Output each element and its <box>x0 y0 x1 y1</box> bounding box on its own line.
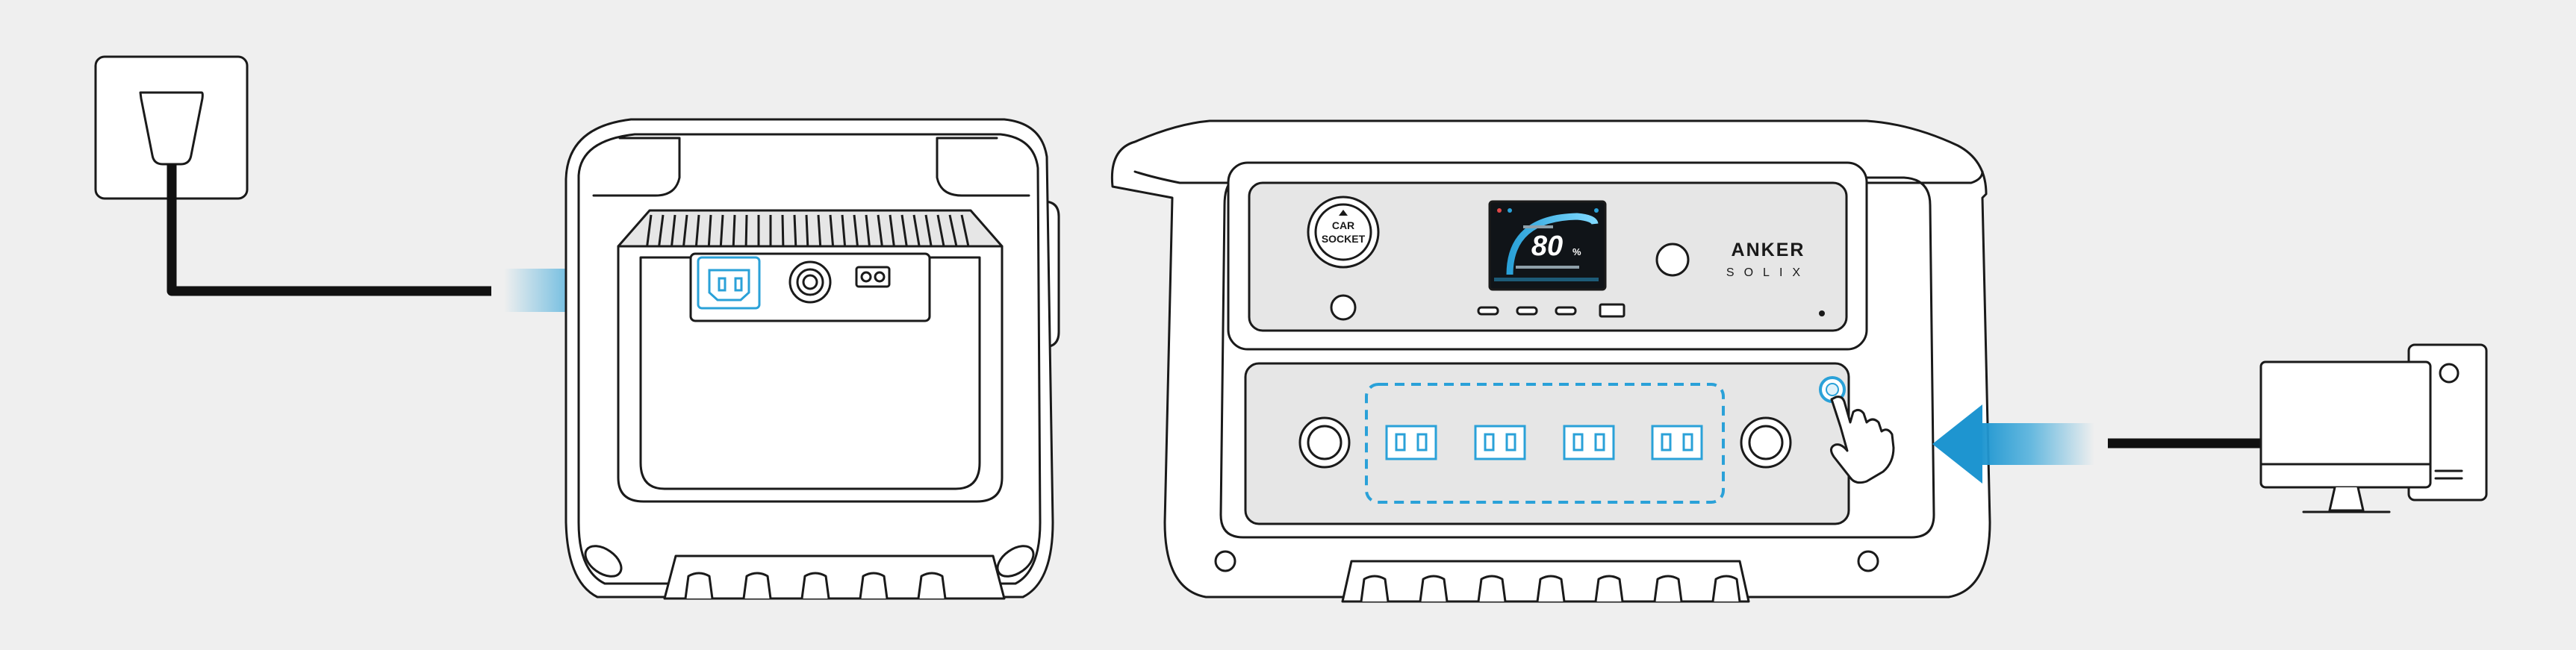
wall-outlet-icon <box>94 55 249 200</box>
hand-pointer-icon <box>1830 396 1895 484</box>
indicator-dot <box>1819 310 1825 316</box>
ac-outlet-2 <box>1474 425 1526 460</box>
display-screen: 80 % <box>1488 200 1607 291</box>
arrow-left-icon <box>1932 404 2094 484</box>
power-button[interactable] <box>1655 243 1690 277</box>
plug-icon <box>139 91 204 166</box>
ac-outlet-1 <box>1385 425 1437 460</box>
usb-a-port-1 <box>1477 306 1499 316</box>
car-socket-label-line2: SOCKET <box>1322 233 1366 245</box>
car-socket-arrow-icon <box>1339 210 1348 216</box>
car-socket-button[interactable] <box>1330 294 1357 321</box>
usb-a-port-2 <box>1516 306 1538 316</box>
computer-icon <box>2259 343 2488 513</box>
ac-outlets-highlight <box>1365 383 1725 504</box>
device-front-view: CAR SOCKET 80 % ANKER SOLIX <box>1110 119 1991 603</box>
car-socket-label-line1: CAR <box>1332 219 1354 231</box>
car-socket <box>1307 196 1380 269</box>
ac-outlet-3 <box>1563 425 1615 460</box>
brand-logo-top: ANKER <box>1732 240 1805 260</box>
screen-percentage-unit: % <box>1572 246 1581 257</box>
brand-logo-bottom: SOLIX <box>1726 266 1810 279</box>
ac-outlet-4 <box>1651 425 1703 460</box>
usb-c-port-1 <box>1555 306 1577 316</box>
xt60-port <box>788 260 832 304</box>
screen-percentage-value: 80 <box>1531 231 1563 262</box>
monitor-icon <box>2259 360 2432 513</box>
usb-c-port-2 <box>1599 303 1625 318</box>
power-cable <box>167 164 491 296</box>
device-back-view <box>564 118 1060 600</box>
